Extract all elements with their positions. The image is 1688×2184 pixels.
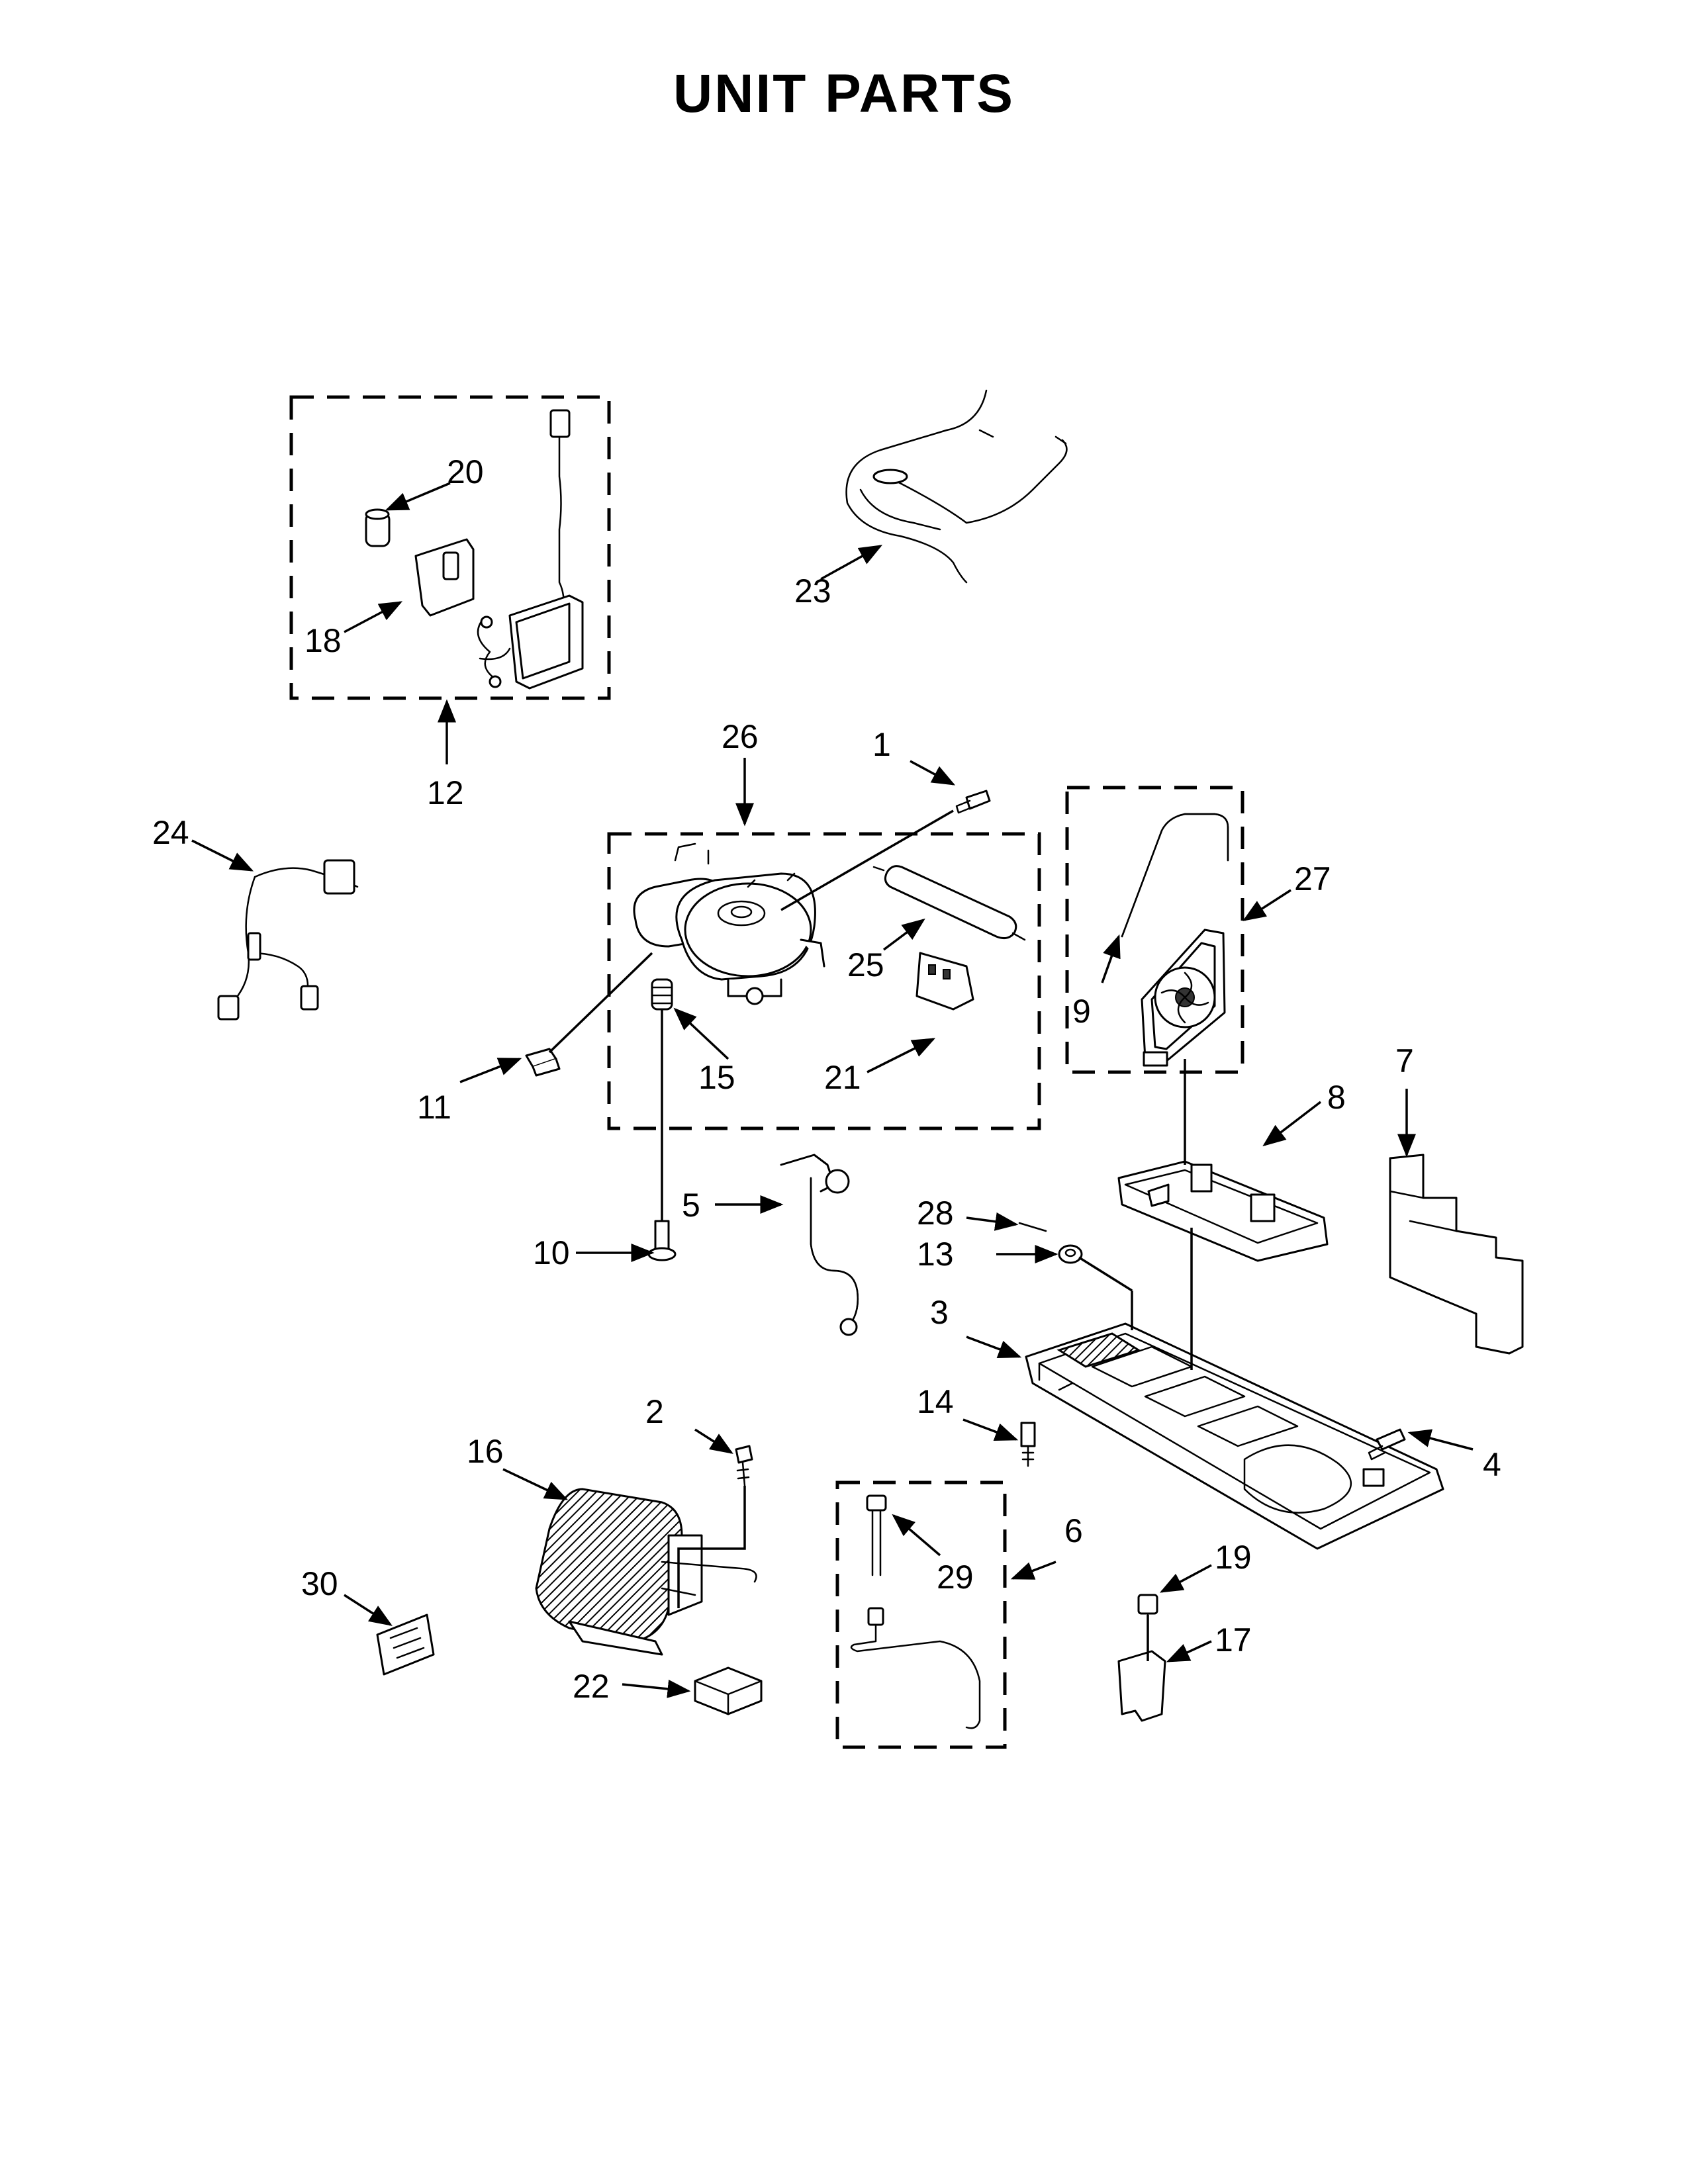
page-title: UNIT PARTS [673, 64, 1015, 124]
condenser-fan [1141, 929, 1226, 1067]
fan-bracket [1117, 1160, 1329, 1262]
screw-part-1 [955, 790, 991, 814]
screw-part-4 [1368, 1428, 1406, 1461]
callout-20: 20 [447, 453, 484, 490]
callout-18: 18 [305, 622, 342, 659]
clip [525, 1048, 561, 1077]
group-box-6 [835, 1480, 1007, 1749]
wire-harness [217, 859, 359, 1021]
callout-14: 14 [917, 1383, 954, 1420]
condenser-tube [1121, 813, 1229, 938]
compressor [633, 842, 825, 1005]
leader-arrows [191, 482, 1474, 1698]
bolt-part-10 [647, 1220, 677, 1261]
callout-13: 13 [917, 1236, 954, 1273]
callout-4: 4 [1483, 1446, 1501, 1483]
connection-lines [548, 809, 1193, 1661]
drier [872, 865, 1026, 941]
pad-part-30 [376, 1614, 435, 1676]
screw-part-2 [735, 1445, 753, 1487]
callout-2: 2 [645, 1393, 664, 1430]
callout-6: 6 [1064, 1512, 1083, 1549]
callout-12: 12 [427, 774, 464, 811]
base-pan [1025, 1322, 1444, 1550]
callout-22: 22 [573, 1668, 610, 1705]
group-box-26 [607, 832, 1041, 1130]
callout-25: 25 [847, 946, 884, 983]
callout-10: 10 [533, 1234, 570, 1271]
callout-17: 17 [1215, 1621, 1252, 1659]
relay [915, 952, 974, 1011]
control-box-assembly [477, 409, 584, 690]
drain-tube [780, 1154, 859, 1336]
callout-8: 8 [1327, 1079, 1346, 1116]
callout-labels: 1 2 3 4 5 6 7 8 9 10 11 12 13 14 15 16 1… [152, 453, 1501, 1705]
group-box-12 [289, 395, 611, 700]
bracket-part-17 [1117, 1650, 1166, 1722]
pin-part-28 [1018, 1222, 1047, 1232]
foam-block [694, 1666, 763, 1715]
capacitor [365, 508, 391, 547]
callout-29: 29 [937, 1559, 974, 1596]
callout-26: 26 [722, 718, 759, 755]
callout-24: 24 [152, 814, 189, 851]
callout-27: 27 [1294, 860, 1331, 897]
callout-9: 9 [1072, 993, 1091, 1030]
callout-15: 15 [698, 1059, 735, 1096]
grommet-part-13 [1058, 1244, 1083, 1264]
callout-19: 19 [1215, 1539, 1252, 1576]
drain-heater-assembly [850, 1494, 981, 1729]
group-box-27 [1065, 786, 1244, 1074]
tubing-assembly [845, 389, 1068, 584]
callout-23: 23 [794, 572, 831, 610]
condenser-coil [535, 1488, 757, 1656]
callout-11: 11 [417, 1089, 451, 1126]
callout-30: 30 [301, 1565, 338, 1602]
callout-1: 1 [872, 726, 891, 763]
callout-28: 28 [917, 1195, 954, 1232]
callout-21: 21 [824, 1059, 861, 1096]
screw-part-14 [1020, 1422, 1036, 1467]
callout-3: 3 [930, 1294, 949, 1331]
insulation-block [1389, 1154, 1524, 1355]
capacitor-cover [414, 538, 475, 617]
callout-16: 16 [467, 1433, 504, 1470]
grommet [651, 978, 673, 1011]
callout-5: 5 [682, 1187, 700, 1224]
callout-7: 7 [1395, 1042, 1414, 1079]
